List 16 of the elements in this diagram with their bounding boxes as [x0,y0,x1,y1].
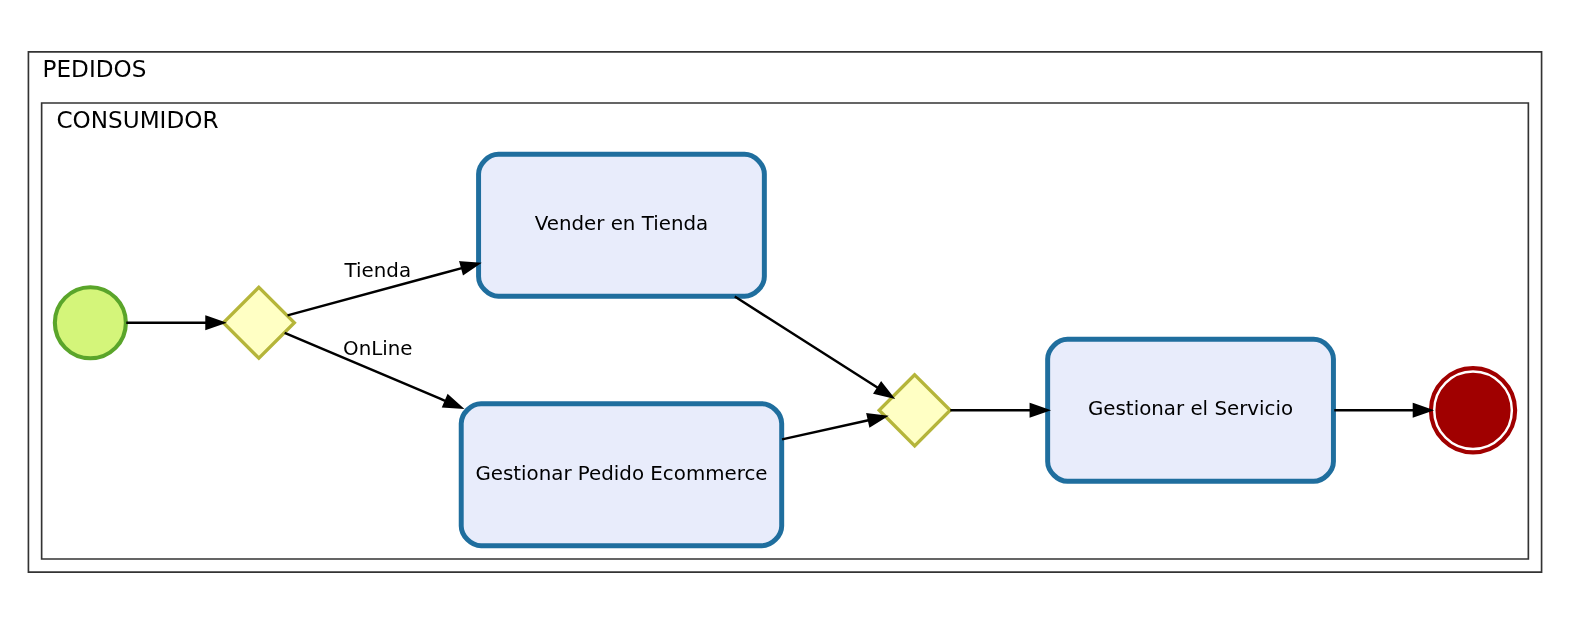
arrow [1334,402,1435,418]
edge-label: OnLine [343,337,413,361]
arrow [284,331,465,410]
node-circle [52,285,128,361]
node-diamond [221,284,297,361]
node-circle [1428,366,1518,455]
node-box: Vender en Tienda [476,151,767,299]
node-diamond [876,372,953,449]
arrow [734,295,896,399]
arrow [287,261,482,317]
arrow [950,402,1052,418]
arrow [781,413,889,441]
node-box: Gestionar el Servicio [1045,336,1336,484]
arrow [126,315,227,331]
edge-label: Tienda [344,259,412,283]
node-box: Gestionar Pedido Ecommerce [458,401,785,549]
